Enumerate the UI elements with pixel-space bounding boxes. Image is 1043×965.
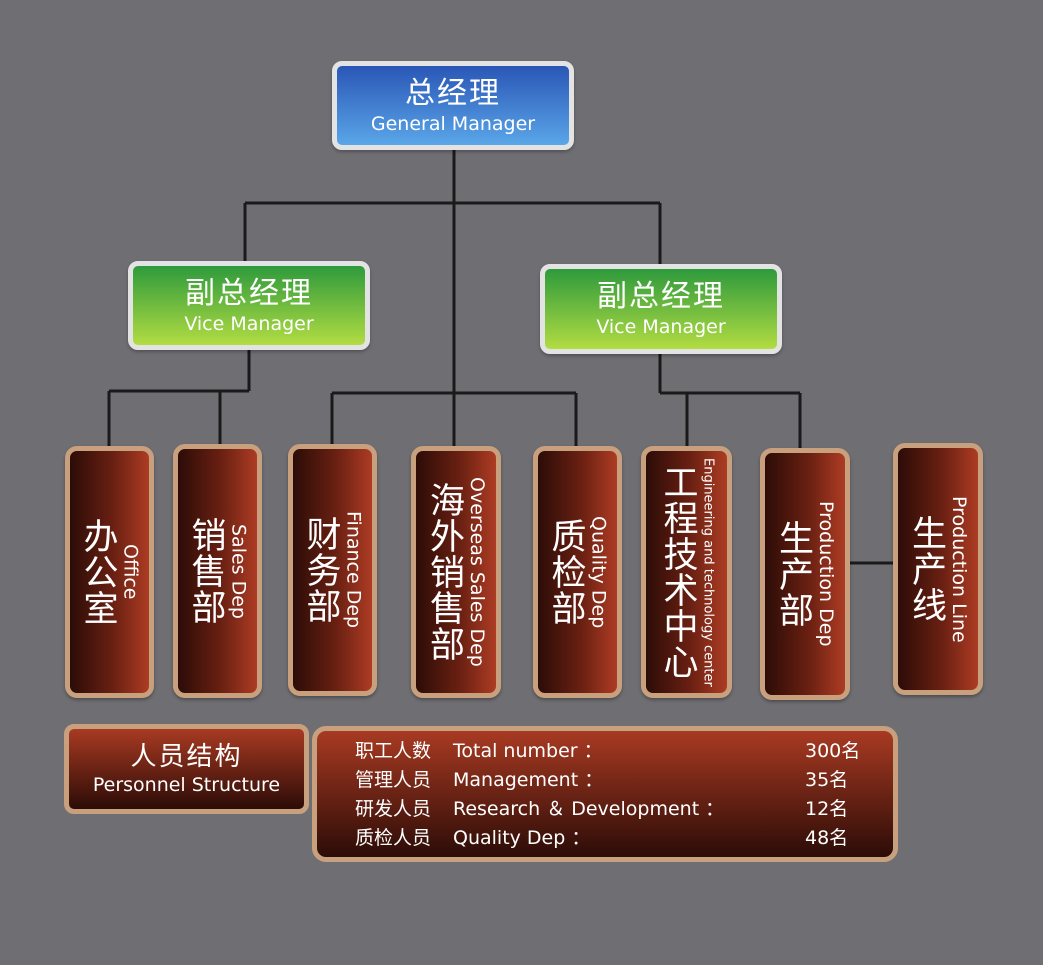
dept-production-cn: 生产部	[773, 520, 813, 628]
stat-total-en: Total number ：	[453, 740, 603, 762]
stat-total-cn: 职工人数	[355, 740, 432, 762]
personnel-structure-cn: 人员结构	[130, 742, 243, 772]
dept-production-line-en: Production Line	[948, 495, 970, 643]
dept-production-en: Production Dep	[815, 501, 837, 647]
dept-sales-cn: 销售部	[185, 517, 226, 625]
dept-engineering-cn: 工程技术中心	[657, 464, 698, 680]
dept-quality: 质检部 Quality Dep	[533, 446, 622, 698]
dept-overseas-sales-cn: 海外销售部	[424, 482, 464, 662]
personnel-structure-en: Personnel Structure	[92, 774, 281, 796]
stat-row-quality: 质检人员 Quality Dep ： 48名	[317, 824, 893, 853]
stat-row-management: 管理人员 Management ： 35名	[317, 766, 893, 795]
dept-finance-en: Finance Dep	[342, 511, 365, 629]
dept-quality-en: Quality Dep	[587, 515, 610, 629]
dept-engineering: 工程技术中心 Engineering and technology center	[641, 446, 732, 698]
stat-quality-cn: 质检人员	[355, 827, 432, 849]
vice-manager-left-en: Vice Manager	[184, 312, 314, 335]
stat-management-cn: 管理人员	[355, 769, 432, 791]
stat-row-total: 职工人数 Total number ： 300名	[317, 737, 893, 766]
vice-manager-right-cn: 副总经理	[597, 279, 725, 314]
vice-manager-left-cn: 副总经理	[185, 275, 313, 311]
stat-quality-en: Quality Dep ：	[453, 827, 591, 849]
stat-quality-value: 48名	[805, 827, 849, 849]
vice-manager-left-box: 副总经理 Vice Manager	[128, 261, 370, 350]
stat-rnd-cn: 研发人员	[355, 798, 432, 820]
dept-production: 生产部 Production Dep	[760, 448, 850, 700]
dept-office-en: Office	[119, 544, 142, 600]
vice-manager-right-box: 副总经理 Vice Manager	[540, 264, 782, 354]
general-manager-en: General Manager	[370, 112, 536, 135]
dept-production-line: 生产线 Production Line	[893, 443, 983, 695]
dept-sales: 销售部 Sales Dep	[173, 444, 262, 698]
stat-rnd-en: Research ＆ Development ：	[453, 798, 725, 820]
stat-row-rnd: 研发人员 Research ＆ Development ： 12名	[317, 795, 893, 824]
stat-management-value: 35名	[805, 769, 849, 791]
stat-management-en: Management ：	[453, 769, 604, 791]
dept-overseas-sales-en: Overseas Sales Dep	[466, 477, 488, 667]
personnel-stats-panel: 职工人数 Total number ： 300名 管理人员 Management…	[312, 726, 898, 862]
general-manager-cn: 总经理	[405, 75, 501, 111]
dept-overseas-sales: 海外销售部 Overseas Sales Dep	[411, 446, 501, 698]
dept-office: 办公室 Office	[65, 446, 154, 698]
dept-quality-cn: 质检部	[545, 518, 586, 626]
dept-sales-en: Sales Dep	[227, 523, 250, 619]
dept-office-cn: 办公室	[77, 518, 118, 626]
general-manager-box: 总经理 General Manager	[332, 61, 574, 150]
stat-total-value: 300名	[805, 740, 861, 762]
dept-production-line-cn: 生产线	[906, 515, 946, 623]
dept-finance-cn: 财务部	[300, 516, 341, 624]
dept-finance: 财务部 Finance Dep	[288, 444, 377, 696]
stat-rnd-value: 12名	[805, 798, 849, 820]
dept-engineering-en: Engineering and technology center	[700, 457, 716, 687]
personnel-structure-box: 人员结构 Personnel Structure	[64, 724, 309, 814]
vice-manager-right-en: Vice Manager	[596, 316, 726, 338]
